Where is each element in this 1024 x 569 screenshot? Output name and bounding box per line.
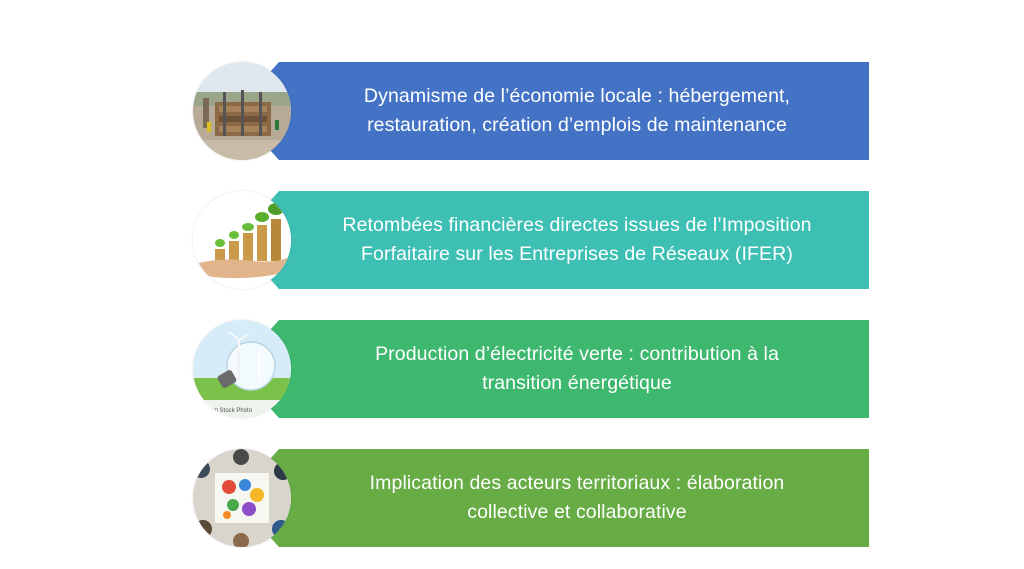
banner-electricite-verte: Production d’électricité verte : contrib… (235, 320, 869, 418)
banner-acteurs-territoriaux: Implication des acteurs territoriaux : é… (235, 449, 869, 547)
banner-economie-locale: Dynamisme de l’économie locale : héberge… (235, 62, 869, 160)
banner-text-line-2: transition énergétique (482, 372, 672, 394)
list-item-retombees-financieres: Retombées financières directes issues de… (193, 191, 869, 289)
coins-plant-hand-image (193, 191, 291, 289)
banner-text: Production d’électricité verte : contrib… (293, 320, 861, 418)
watermark-text: Can Stock Photo (207, 408, 253, 414)
banner-text-line-1: Production d’électricité verte : contrib… (375, 343, 779, 365)
banner-text-line-1: Retombées financières directes issues de… (342, 214, 812, 236)
banner-retombees-financieres: Retombées financières directes issues de… (235, 191, 869, 289)
banner-text-line-2: Forfaitaire sur les Entreprises de Résea… (361, 243, 793, 265)
wind-turbine-bulb-image: Can Stock Photo (193, 320, 291, 418)
banner-text-line-1: Dynamisme de l’économie locale : héberge… (363, 85, 791, 107)
collaboration-gears-image (193, 449, 291, 547)
banner-text: Retombées financières directes issues de… (293, 191, 861, 289)
list-item-economie-locale: Dynamisme de l’économie locale : héberge… (193, 62, 869, 160)
banner-text-line-1: Implication des acteurs territoriaux : é… (369, 472, 785, 494)
banner-text-line-2: restauration, création d’emplois de main… (367, 114, 787, 136)
list-item-acteurs-territoriaux: Implication des acteurs territoriaux : é… (193, 449, 869, 547)
list-item-electricite-verte: Production d’électricité verte : contrib… (193, 320, 869, 418)
construction-site-image (193, 62, 291, 160)
banner-text-line-2: collective et collaborative (467, 501, 687, 523)
banner-text: Implication des acteurs territoriaux : é… (293, 449, 861, 547)
banner-text: Dynamisme de l’économie locale : héberge… (293, 62, 861, 160)
